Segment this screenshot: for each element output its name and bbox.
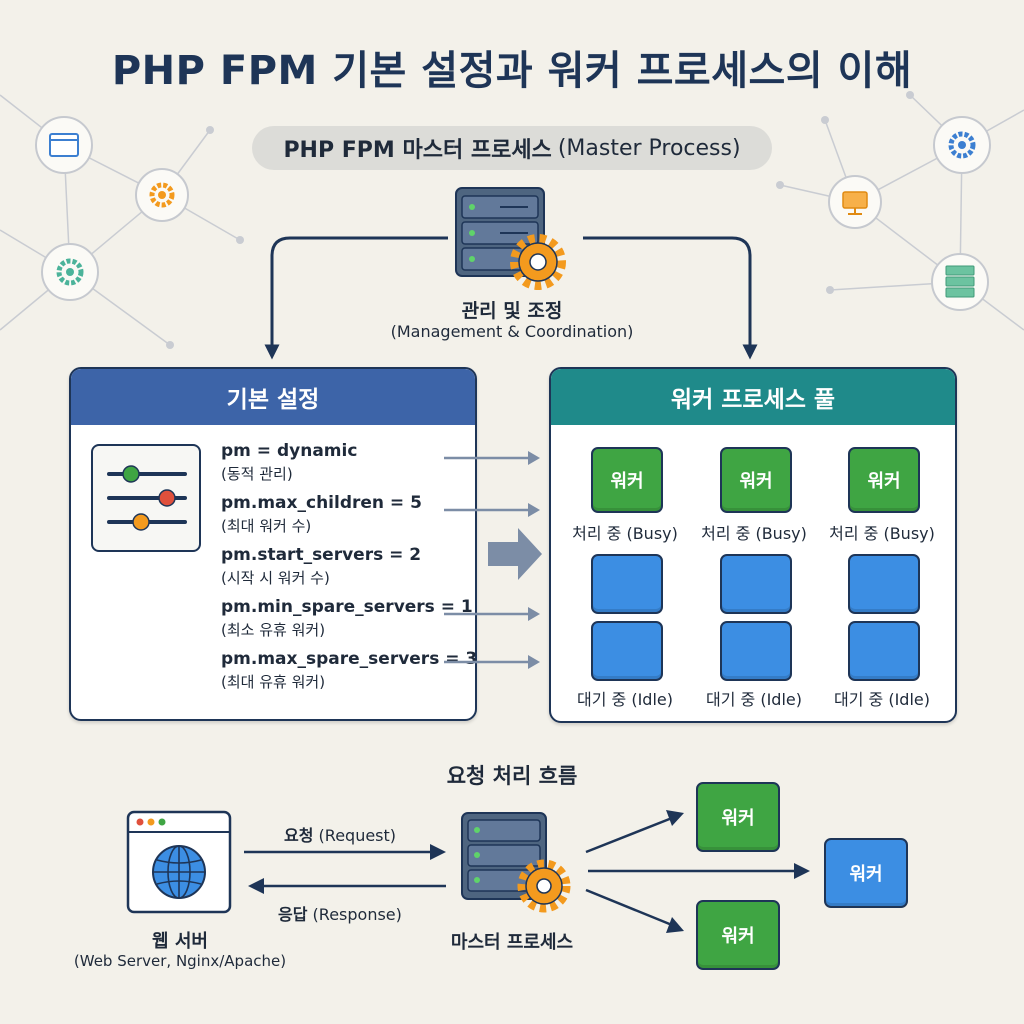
master-name-ko: PHP FPM 마스터 프로세스 xyxy=(283,138,552,163)
flow-worker-busy: 워커 xyxy=(696,900,780,970)
page-title: PHP FPM 기본 설정과 워커 프로세스의 이해 xyxy=(111,48,913,94)
busy-worker: 워커 xyxy=(591,447,663,513)
idle-worker xyxy=(720,554,792,614)
browser-node-icon xyxy=(35,116,93,174)
idle-label: 대기 중 (Idle) xyxy=(706,690,802,709)
response-label-ko: 응답 xyxy=(278,905,308,924)
busy-label: 처리 중 (Busy) xyxy=(829,524,935,543)
globe-icon xyxy=(152,845,206,899)
setting-desc: (동적 관리) xyxy=(221,465,293,483)
server-node-icon xyxy=(931,253,989,311)
web-server-sublabel: (Web Server, Nginx/Apache) xyxy=(73,952,287,970)
gear-icon xyxy=(517,859,571,913)
busy-label: 처리 중 (Busy) xyxy=(701,524,807,543)
setting-desc: (최대 유휴 워커) xyxy=(221,673,326,691)
flow-title: 요청 처리 흐름 xyxy=(446,764,578,788)
master-role-en: (Management & Coordination) xyxy=(390,322,634,341)
master-name-en: (Master Process) xyxy=(557,135,741,161)
idle-worker xyxy=(591,621,663,681)
setting-key: pm.min_spare_servers = 1 xyxy=(221,597,473,617)
sliders-icon xyxy=(91,444,201,552)
web-server-icon xyxy=(126,810,232,914)
response-label: 응답 (Response) xyxy=(278,901,402,925)
request-label-en: (Request) xyxy=(318,826,397,845)
setting-key: pm.max_spare_servers = 3 xyxy=(221,649,478,669)
busy-worker: 워커 xyxy=(720,447,792,513)
gear-node-icon xyxy=(135,168,189,222)
setting-key: pm.max_children = 5 xyxy=(221,493,422,513)
master-role-ko: 관리 및 조정 xyxy=(461,300,563,322)
settings-header: 기본 설정 xyxy=(71,369,475,425)
setting-key: pm = dynamic xyxy=(221,441,358,461)
request-label: 요청 (Request) xyxy=(284,822,396,846)
gear-node-icon xyxy=(933,116,991,174)
web-server-label: 웹 서버 xyxy=(152,931,208,952)
flow-diagram xyxy=(126,810,810,933)
setting-desc: (최소 유휴 워커) xyxy=(221,621,326,639)
gear-icon xyxy=(510,234,566,290)
gear-node-icon xyxy=(41,243,99,301)
idle-worker xyxy=(720,621,792,681)
setting-desc: (최대 워커 수) xyxy=(221,517,312,535)
idle-worker xyxy=(848,554,920,614)
idle-worker xyxy=(848,621,920,681)
busy-label: 처리 중 (Busy) xyxy=(572,524,678,543)
setting-desc: (시작 시 워커 수) xyxy=(221,569,330,587)
idle-label: 대기 중 (Idle) xyxy=(834,690,930,709)
busy-worker: 워커 xyxy=(848,447,920,513)
flow-worker-idle: 워커 xyxy=(824,838,908,908)
flow-master-label: 마스터 프로세스 xyxy=(450,932,574,953)
setting-key: pm.start_servers = 2 xyxy=(221,545,422,565)
idle-label: 대기 중 (Idle) xyxy=(577,690,673,709)
request-label-ko: 요청 xyxy=(284,826,314,845)
master-process-pill: PHP FPM 마스터 프로세스 (Master Process) xyxy=(252,126,772,170)
response-label-en: (Response) xyxy=(312,905,402,924)
settings-to-pool-arrows xyxy=(444,451,542,669)
idle-worker xyxy=(591,554,663,614)
worker-pool-header: 워커 프로세스 풀 xyxy=(551,369,955,425)
flow-worker-busy: 워커 xyxy=(696,782,780,852)
monitor-node-icon xyxy=(828,175,882,229)
